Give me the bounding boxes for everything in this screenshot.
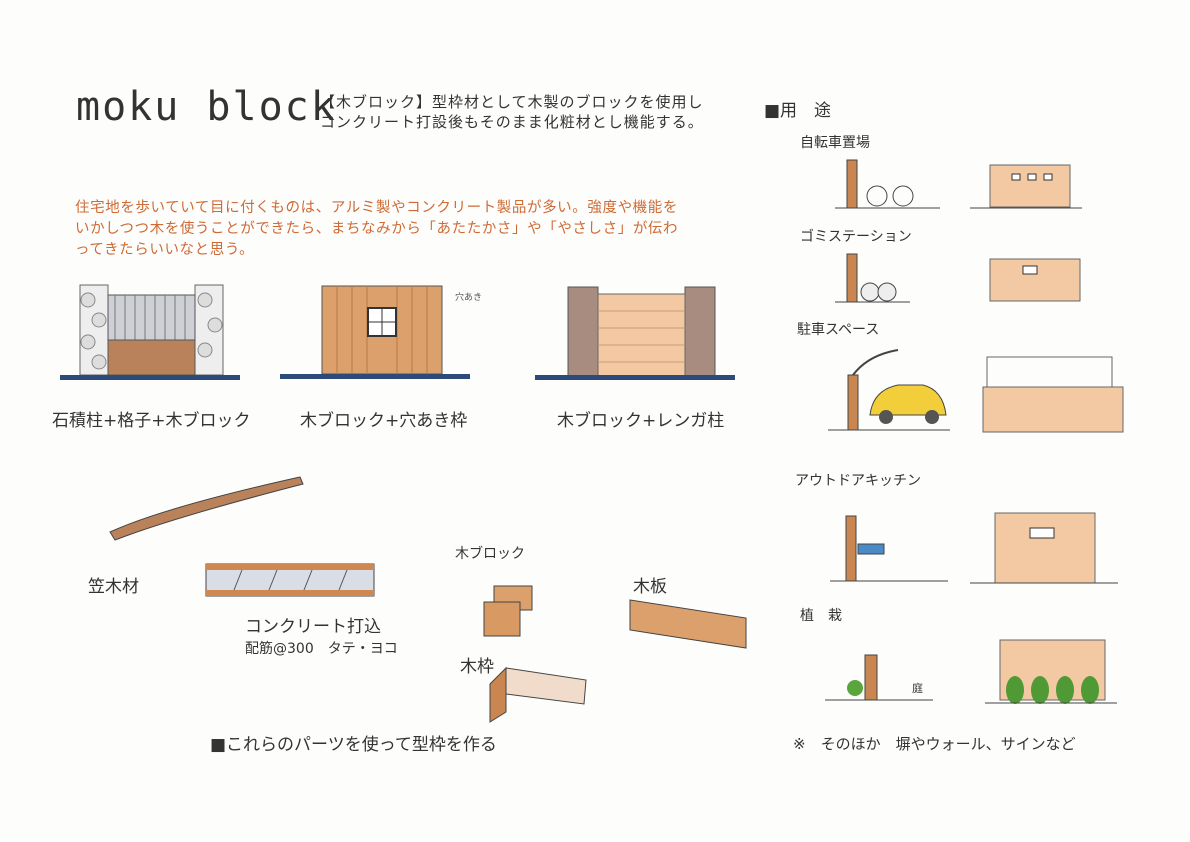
uses-footnote: ※ そのほか 塀やウォール、サインなど xyxy=(793,735,1076,753)
intro-line: いかしつつ木を使うことができたら、まちなみから「あたたかさ」や「やさしさ」が伝わ xyxy=(75,221,679,237)
wood-block-label: 木ブロック xyxy=(455,546,525,562)
example-label: 木ブロック+穴あき枠 xyxy=(300,411,468,431)
bicycle-sketch xyxy=(835,159,940,209)
opening-note: 穴あき xyxy=(455,293,483,303)
wood-frame-sketch xyxy=(489,666,587,723)
planting-wall-sketch xyxy=(985,639,1117,704)
kasagi-sketch xyxy=(109,476,304,541)
bicycle-wall-sketch xyxy=(970,164,1082,209)
garbage-wall-sketch xyxy=(989,258,1081,302)
intro-line: ってきたらいいなと思う。 xyxy=(75,242,255,258)
fence-brick-pillar-sketch xyxy=(535,286,735,380)
parking-sketch xyxy=(828,349,950,431)
parts-caption: ■これらのパーツを使って型枠を作る xyxy=(210,735,497,755)
description: 【木ブロック】型枠材として木製のブロックを使用し コンクリート打設後もそのまま化… xyxy=(320,92,704,132)
example-label: 石積柱+格子+木ブロック xyxy=(52,411,251,431)
wood-board-label: 木板 xyxy=(633,577,667,597)
kitchen-sketch xyxy=(830,515,948,582)
fence-stone-lattice-sketch xyxy=(60,284,240,380)
use-label-garbage: ゴミステーション xyxy=(800,229,912,245)
description-line: 【木ブロック】型枠材として木製のブロックを使用し xyxy=(320,93,704,111)
example-label: 木ブロック+レンガ柱 xyxy=(557,411,725,431)
parking-wall-sketch xyxy=(982,356,1124,433)
use-label-planting: 植 栽 xyxy=(800,608,842,624)
concrete-label: コンクリート打込 xyxy=(245,617,381,637)
intro-line: 住宅地を歩いていて目に付くものは、アルミ製やコンクリート製品が多い。強度や機能を xyxy=(75,200,678,216)
rebar-label: 配筋@300 タテ・ヨコ xyxy=(245,641,398,657)
wood-block-sketch xyxy=(483,585,533,637)
title: moku block xyxy=(76,84,337,130)
garbage-sketch xyxy=(835,253,910,303)
description-line: コンクリート打設後もそのまま化粧材とし機能する。 xyxy=(320,113,704,131)
use-label-bicycle: 自転車置場 xyxy=(800,135,870,151)
use-label-kitchen: アウトドアキッチン xyxy=(795,473,921,489)
fence-wood-window-sketch xyxy=(280,285,470,379)
concrete-section-sketch xyxy=(205,563,375,597)
kasagi-label: 笠木材 xyxy=(88,577,139,597)
wood-board-sketch xyxy=(629,599,747,649)
planting-sketch xyxy=(825,654,933,701)
uses-heading: ■用 途 xyxy=(764,101,832,121)
intro-text: 住宅地を歩いていて目に付くものは、アルミ製やコンクリート製品が多い。強度や機能を… xyxy=(75,198,678,261)
garden-note: 庭 xyxy=(912,682,923,695)
wood-frame-label: 木枠 xyxy=(460,657,494,677)
use-label-parking: 駐車スペース xyxy=(797,322,880,338)
kitchen-wall-sketch xyxy=(970,512,1118,584)
